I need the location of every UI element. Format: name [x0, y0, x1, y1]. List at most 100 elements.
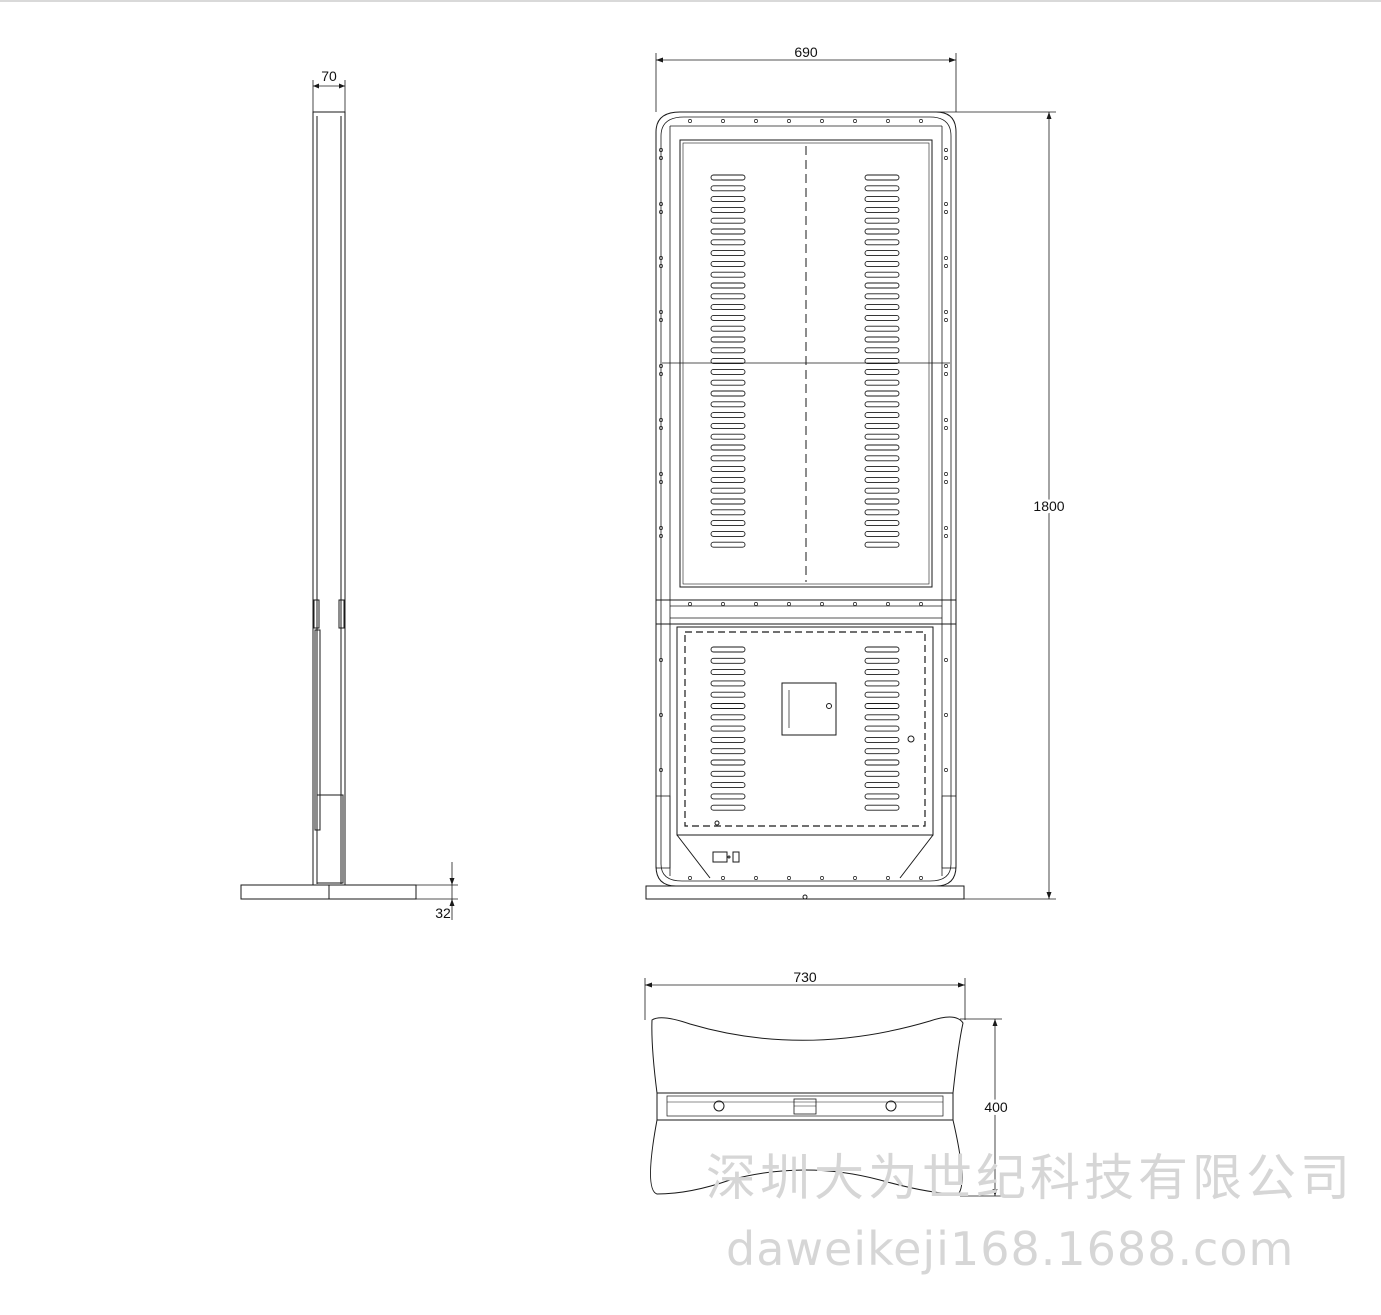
- vent-slot: [710, 466, 746, 473]
- screw-hole: [944, 534, 948, 538]
- vent-slot: [864, 487, 900, 494]
- screw-hole: [944, 310, 948, 314]
- vent-slot: [864, 358, 900, 365]
- screw-hole: [944, 713, 948, 717]
- vent-slot: [864, 217, 900, 224]
- vent-slot: [710, 509, 746, 516]
- vent-slot: [710, 358, 746, 365]
- watermark-url: daweikeji168.1688.com: [726, 1222, 1295, 1276]
- vent-slot: [710, 390, 746, 397]
- vent-slot: [864, 804, 900, 811]
- screw-hole: [853, 119, 857, 123]
- screw-hole: [754, 876, 758, 880]
- vent-slot: [864, 748, 900, 755]
- screw-hole: [944, 658, 948, 662]
- screw-hole: [919, 602, 923, 606]
- screw-hole: [688, 876, 692, 880]
- vent-slot: [864, 646, 900, 653]
- vent-slot: [864, 759, 900, 766]
- vent-slot: [864, 793, 900, 800]
- screw-hole: [944, 768, 948, 772]
- vent-slot: [710, 487, 746, 494]
- watermark-company: 深圳大为世纪科技有限公司: [706, 1149, 1354, 1207]
- vent-slot: [864, 196, 900, 203]
- vent-slot: [864, 691, 900, 698]
- vent-slot: [710, 520, 746, 527]
- vent-slot: [864, 412, 900, 419]
- vent-slot: [710, 657, 746, 664]
- vent-slot: [864, 271, 900, 278]
- vent-slot: [864, 174, 900, 181]
- screw-hole: [944, 318, 948, 322]
- vent-slot: [864, 466, 900, 473]
- vent-slot: [710, 714, 746, 721]
- screw-hole: [754, 602, 758, 606]
- dim-total-height: 1800: [1033, 498, 1064, 514]
- screw-hole: [659, 318, 663, 322]
- front-view: [645, 53, 1056, 900]
- screw-hole: [659, 256, 663, 260]
- vent-slot: [710, 347, 746, 354]
- screw-hole: [659, 426, 663, 430]
- vent-slot: [710, 669, 746, 676]
- vent-slot: [864, 657, 900, 664]
- vent-slot: [710, 770, 746, 777]
- screw-hole: [659, 534, 663, 538]
- screw-hole: [659, 658, 663, 662]
- vent-slot: [710, 759, 746, 766]
- screw-hole: [820, 119, 824, 123]
- vent-slot: [710, 736, 746, 743]
- screw-hole: [853, 876, 857, 880]
- vent-slot: [864, 770, 900, 777]
- vent-slot: [864, 206, 900, 213]
- vent-slot: [864, 455, 900, 462]
- vent-slot: [710, 401, 746, 408]
- vent-slot: [864, 476, 900, 483]
- vent-slot: [710, 379, 746, 386]
- screw-hole: [659, 768, 663, 772]
- vent-slot: [710, 804, 746, 811]
- screw-hole: [659, 202, 663, 206]
- screw-hole: [944, 210, 948, 214]
- vent-slot: [864, 703, 900, 709]
- screw-hole: [944, 256, 948, 260]
- vent-slot: [710, 541, 746, 548]
- screw-hole: [688, 119, 692, 123]
- dim-base-depth: 400: [984, 1099, 1008, 1115]
- screw-hole: [659, 372, 663, 376]
- vent-slot: [710, 444, 746, 451]
- screw-hole: [944, 202, 948, 206]
- vent-slot: [864, 725, 900, 732]
- screw-hole: [659, 264, 663, 268]
- vent-slot: [710, 250, 746, 257]
- screw-hole: [659, 148, 663, 152]
- vent-slot: [864, 422, 900, 429]
- dim-base-width: 730: [793, 969, 817, 985]
- screw-hole: [886, 876, 890, 880]
- screw-hole: [659, 210, 663, 214]
- vent-slot: [864, 260, 900, 267]
- screw-hole: [688, 602, 692, 606]
- screw-hole: [886, 602, 890, 606]
- screw-hole: [820, 876, 824, 880]
- vent-slot: [710, 228, 746, 235]
- vent-slot: [864, 509, 900, 516]
- vent-slot: [864, 669, 900, 676]
- vent-slot: [710, 476, 746, 483]
- vent-slot: [710, 680, 746, 687]
- screw-hole: [919, 876, 923, 880]
- vent-slot: [864, 433, 900, 440]
- vent-slot: [710, 748, 746, 755]
- vent-slot: [864, 390, 900, 397]
- screw-hole: [944, 418, 948, 422]
- vent-slot: [710, 691, 746, 698]
- vent-slot: [864, 293, 900, 300]
- vent-slot: [864, 736, 900, 743]
- vent-slot: [710, 239, 746, 246]
- vent-slot: [710, 793, 746, 800]
- vent-slot: [710, 304, 746, 311]
- vent-slot: [864, 498, 900, 505]
- screw-hole: [659, 418, 663, 422]
- side-view: [240, 80, 458, 920]
- vent-slot: [710, 412, 746, 419]
